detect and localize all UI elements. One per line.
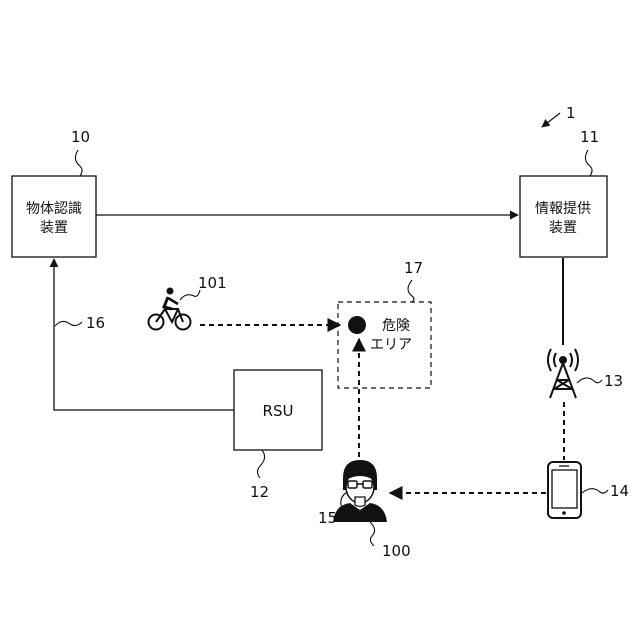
svg-text:11: 11 [580,128,599,146]
danger-area-label-2: エリア [370,337,412,353]
information-provider-device: 情報提供 装置 [520,176,607,257]
svg-text:10: 10 [71,128,90,146]
rsu-box: RSU [234,370,322,450]
object-recognition-label-1: 物体認識 [26,201,82,217]
svg-text:15: 15 [318,509,337,527]
svg-text:12: 12 [250,483,269,501]
object-recognition-device: 物体認識 装置 [12,176,96,257]
danger-point [348,316,366,334]
svg-text:13: 13 [604,372,623,390]
ref-16: 16 [55,314,105,332]
bicycle-icon [149,288,191,330]
danger-area: 危険 エリア [338,302,431,388]
info-provider-label-2: 装置 [549,220,577,236]
svg-text:100: 100 [382,542,411,560]
smartphone-icon [548,462,581,518]
svg-text:17: 17 [404,259,423,277]
svg-text:1: 1 [566,104,576,122]
object-recognition-label-2: 装置 [40,220,68,236]
svg-text:16: 16 [86,314,105,332]
danger-area-label-1: 危険 [382,318,410,334]
svg-text:101: 101 [198,274,227,292]
svg-text:14: 14 [610,482,629,500]
ref-14: 14 [582,482,629,500]
ref-12: 12 [250,450,269,501]
pedestrian-icon [333,460,387,522]
ref-10: 10 [71,128,90,176]
ref-17: 17 [404,259,423,302]
ref-100: 100 [370,522,411,560]
ref-13: 13 [577,372,623,390]
figure-ref: 1 [542,104,576,127]
tower-icon [548,258,578,398]
ref-11: 11 [580,128,599,176]
ref-101: 101 [180,274,227,300]
rsu-label: RSU [263,402,294,420]
info-provider-label-1: 情報提供 [535,201,591,217]
